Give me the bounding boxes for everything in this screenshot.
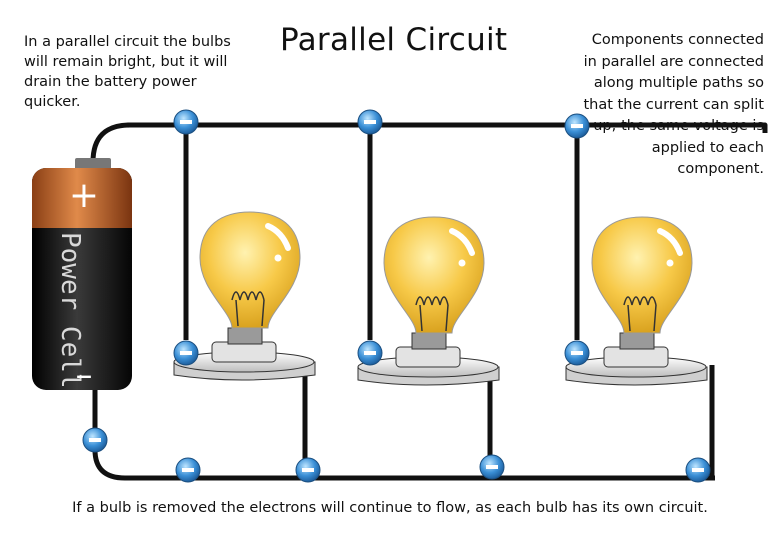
battery-minus: – bbox=[76, 355, 93, 395]
battery: + Power Cell – bbox=[32, 158, 132, 395]
electron-marker bbox=[685, 457, 711, 483]
battery-plus: + bbox=[69, 175, 99, 216]
electron-marker bbox=[82, 427, 108, 453]
electron-marker bbox=[357, 340, 383, 366]
electron-marker bbox=[357, 109, 383, 135]
bulb-glass bbox=[199, 211, 301, 329]
bottom-note: If a bulb is removed the electrons will … bbox=[72, 500, 708, 516]
bulb-1 bbox=[173, 211, 316, 381]
electron-marker bbox=[173, 340, 199, 366]
left-note: In a parallel circuit the bulbs will rem… bbox=[24, 34, 231, 110]
electron-marker bbox=[295, 457, 321, 483]
electron-marker bbox=[173, 109, 199, 135]
electron-marker bbox=[564, 340, 590, 366]
battery-terminal bbox=[75, 158, 111, 170]
bulb-filament bbox=[231, 291, 265, 301]
electron-marker bbox=[564, 113, 590, 139]
electron-marker bbox=[175, 457, 201, 483]
top-wire bbox=[90, 122, 768, 163]
page-title: Parallel Circuit bbox=[280, 22, 508, 58]
battery-label: Power Cell bbox=[55, 232, 85, 389]
electrons bbox=[82, 109, 711, 483]
electron-marker bbox=[479, 454, 505, 480]
